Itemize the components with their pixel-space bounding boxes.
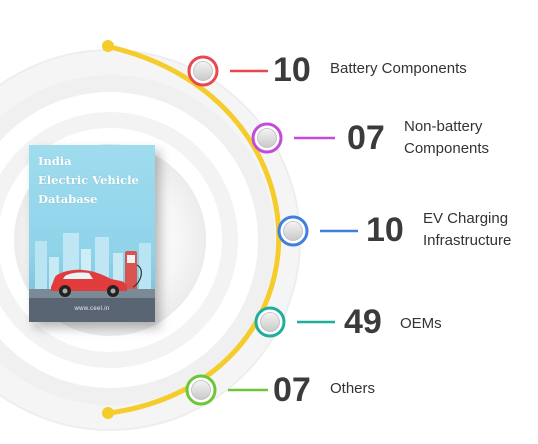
book-footer-band: www.ceel.in — [29, 298, 155, 322]
city-skyline-illustration — [29, 233, 155, 298]
arc-start-dot — [102, 40, 114, 52]
book-title: India Electric Vehicle Database — [38, 152, 150, 209]
category-label-line-1: Non-battery — [404, 118, 483, 135]
category-count: 07 — [273, 371, 311, 409]
book-url: www.ceel.in — [74, 306, 110, 312]
book-title-line-2: Electric Vehicle — [38, 173, 139, 187]
category-label-line-2: Infrastructure — [423, 232, 512, 249]
node-knob — [283, 221, 303, 241]
electric-car-icon — [51, 269, 127, 297]
book-title-line-1: India — [38, 154, 72, 168]
node-knob — [193, 61, 213, 81]
database-book-cover: India Electric Vehicle Database www.ceel… — [29, 145, 155, 322]
category-label: Battery Components — [330, 60, 467, 77]
category-count: 49 — [344, 303, 382, 341]
category-label: Others — [330, 380, 376, 397]
category-label: OEMs — [400, 315, 442, 332]
category-count: 07 — [347, 119, 385, 157]
book-title-line-3: Database — [38, 192, 98, 206]
category-label-line-1: EV Charging — [423, 210, 509, 227]
category-count: 10 — [366, 211, 404, 249]
node-knob — [191, 380, 211, 400]
category-count: 10 — [273, 51, 311, 89]
node-knob — [260, 312, 280, 332]
category-label-line-2: Components — [404, 140, 490, 157]
node-knob — [257, 128, 277, 148]
arc-end-dot — [102, 407, 114, 419]
